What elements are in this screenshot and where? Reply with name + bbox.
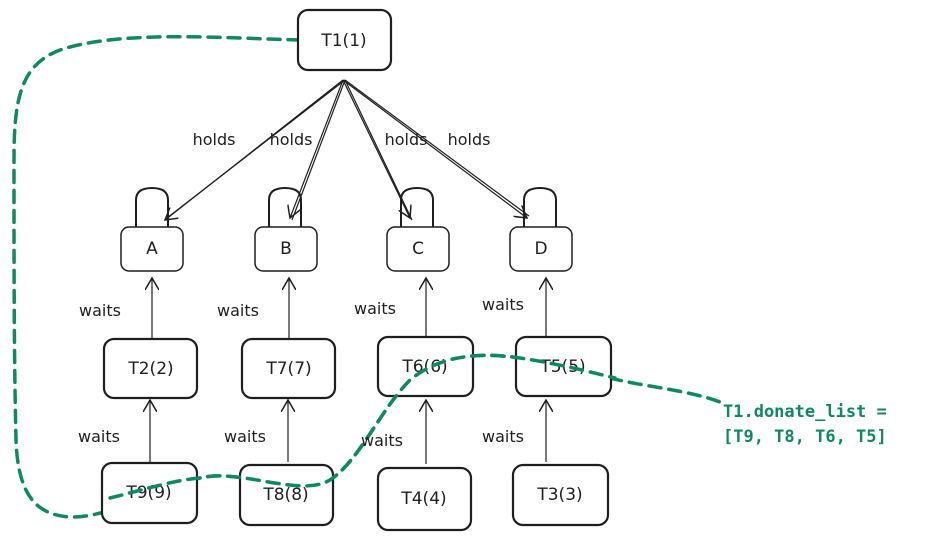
donate-list-note-line1: T1.donate_list = [723, 402, 887, 422]
thread-t8-box [238, 463, 335, 527]
thread-t2-label: T2(2) [127, 359, 173, 379]
lock-c: C [386, 186, 450, 272]
holds-label-c: holds [385, 130, 428, 149]
lock-c-label: C [412, 239, 424, 259]
thread-t9-label: T9(9) [125, 483, 171, 503]
thread-t6-box [376, 335, 475, 398]
waits-label-t3: waits [482, 427, 524, 446]
thread-t4-box [376, 466, 473, 532]
lock-a-label: A [146, 239, 158, 259]
thread-t7-box [240, 337, 337, 400]
lock-d-body [509, 226, 573, 272]
waits-label-t7: waits [217, 301, 259, 320]
thread-t3: T3(3) [511, 463, 610, 527]
thread-t1: T1(1) [296, 8, 393, 72]
lock-c-body [386, 226, 450, 272]
lock-d: D [509, 186, 573, 272]
lock-d-shackle [523, 186, 557, 228]
lock-a-body [120, 226, 184, 272]
lock-c-shackle [400, 186, 434, 228]
thread-t1-label: T1(1) [320, 31, 366, 51]
thread-t2: T2(2) [102, 337, 199, 400]
waits-edges-to-threads [150, 400, 546, 464]
lock-a-shackle [135, 186, 169, 228]
donate-path-overlay [108, 353, 617, 500]
thread-t1-box [296, 8, 393, 72]
holds-label-b: holds [270, 130, 313, 149]
thread-t3-box [511, 463, 610, 527]
lock-b-body [254, 226, 318, 272]
thread-t9: T9(9) [100, 461, 199, 525]
waits-edges-to-locks [152, 278, 546, 340]
thread-t8: T8(8) [238, 463, 335, 527]
donate-list-note-line2: [T9, T8, T6, T5] [723, 427, 887, 447]
thread-t6: T6(6) [376, 335, 475, 398]
lock-b-shackle [268, 186, 302, 228]
holds-edges [165, 79, 530, 220]
lock-a: A [120, 186, 184, 272]
thread-t3-label: T3(3) [536, 485, 582, 505]
thread-t2-box [102, 337, 199, 400]
thread-t8-label: T8(8) [262, 485, 308, 505]
waits-label-t5: waits [482, 295, 524, 314]
holds-label-d: holds [448, 130, 491, 149]
waits-label-t2: waits [79, 301, 121, 320]
lock-b-label: B [280, 239, 292, 259]
thread-t7-label: T7(7) [265, 359, 311, 379]
thread-t7: T7(7) [240, 337, 337, 400]
thread-t9-box [100, 461, 199, 525]
lock-b: B [254, 186, 318, 272]
holds-label-a: holds [193, 130, 236, 149]
thread-t4-label: T4(4) [400, 489, 446, 509]
waits-label-t9: waits [78, 427, 120, 446]
lock-d-label: D [534, 239, 547, 259]
waits-label-t8: waits [224, 427, 266, 446]
waits-label-t6: waits [354, 299, 396, 318]
thread-t4: T4(4) [376, 466, 473, 532]
waits-label-t4: waits [361, 431, 403, 450]
thread-t6-label: T6(6) [401, 357, 447, 377]
